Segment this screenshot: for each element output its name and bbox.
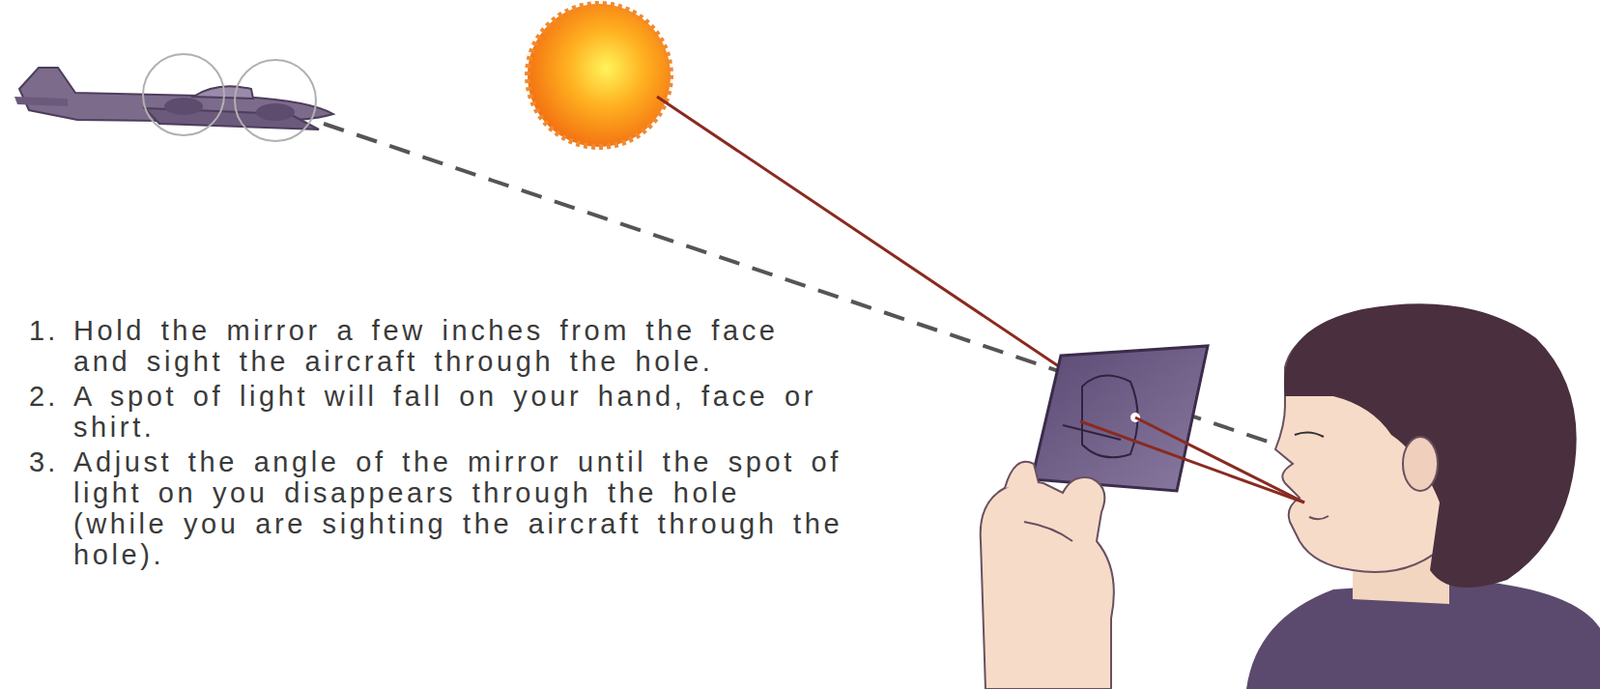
reflected-ray <box>1080 417 1305 503</box>
step-text: Hold the mirror a few inches from the fa… <box>73 314 847 377</box>
step-number: 1. <box>28 314 74 346</box>
step-text: A spot of light will fall on your hand, … <box>73 380 847 443</box>
step-number: 3. <box>28 446 74 478</box>
step-text: Adjust the angle of the mirror until the… <box>73 446 847 571</box>
sun <box>527 3 671 147</box>
instruction-step: 1.Hold the mirror a few inches from the … <box>28 314 860 377</box>
signal-mirror <box>1031 345 1208 491</box>
aircraft <box>14 54 334 142</box>
instruction-step: 3.Adjust the angle of the mirror until t… <box>28 446 860 571</box>
step-number: 2. <box>28 380 74 412</box>
hand <box>980 461 1115 689</box>
instruction-step: 2.A spot of light will fall on your hand… <box>28 380 860 443</box>
instruction-list: 1.Hold the mirror a few inches from the … <box>28 314 860 574</box>
person <box>1246 303 1600 689</box>
